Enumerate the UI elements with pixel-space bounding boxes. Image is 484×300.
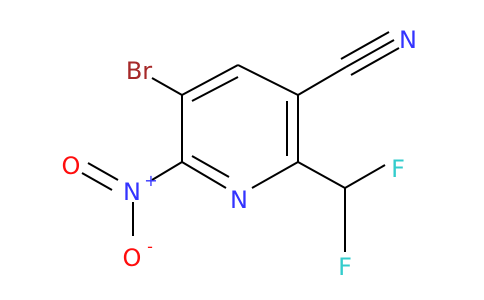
- atom-n-ring: N: [230, 186, 248, 214]
- ring-bond-n-c2: [181, 161, 227, 189]
- bond-nnitro-oleft-2: [81, 172, 113, 191]
- atom-br: Br: [126, 57, 152, 85]
- ring-bond-c3-c4-inner: [191, 76, 239, 102]
- atom-o-bottom: O: [123, 244, 142, 272]
- bond-cn-triple-2: [340, 31, 390, 60]
- bond-c5-cn: [297, 66, 347, 96]
- bond-nnitro-oleft-1: [87, 162, 119, 181]
- bonds: [81, 31, 400, 252]
- bond-chf2-f-top: [344, 164, 386, 189]
- charge-plus: +: [144, 171, 157, 190]
- bond-cn-triple-1: [345, 39, 395, 68]
- atom-f-top: F: [391, 155, 405, 183]
- charge-minus: -: [147, 237, 153, 256]
- atom-f-bottom: F: [338, 253, 352, 281]
- bond-cn-triple-3: [350, 47, 400, 76]
- bond-c3-br: [151, 77, 183, 96]
- bond-c2-nnitro: [151, 161, 183, 181]
- ring-bond-c3-c4: [181, 64, 239, 96]
- ring-bond-n-c2-inner: [191, 155, 230, 178]
- atom-n-nitro: N: [123, 178, 141, 206]
- ring-bond-c4-c5: [237, 64, 299, 96]
- ring-bond-c6-n: [251, 161, 299, 189]
- atom-n-cyano: N: [399, 26, 417, 54]
- bond-c6-chf2: [297, 161, 346, 189]
- atom-o-left: O: [62, 152, 81, 180]
